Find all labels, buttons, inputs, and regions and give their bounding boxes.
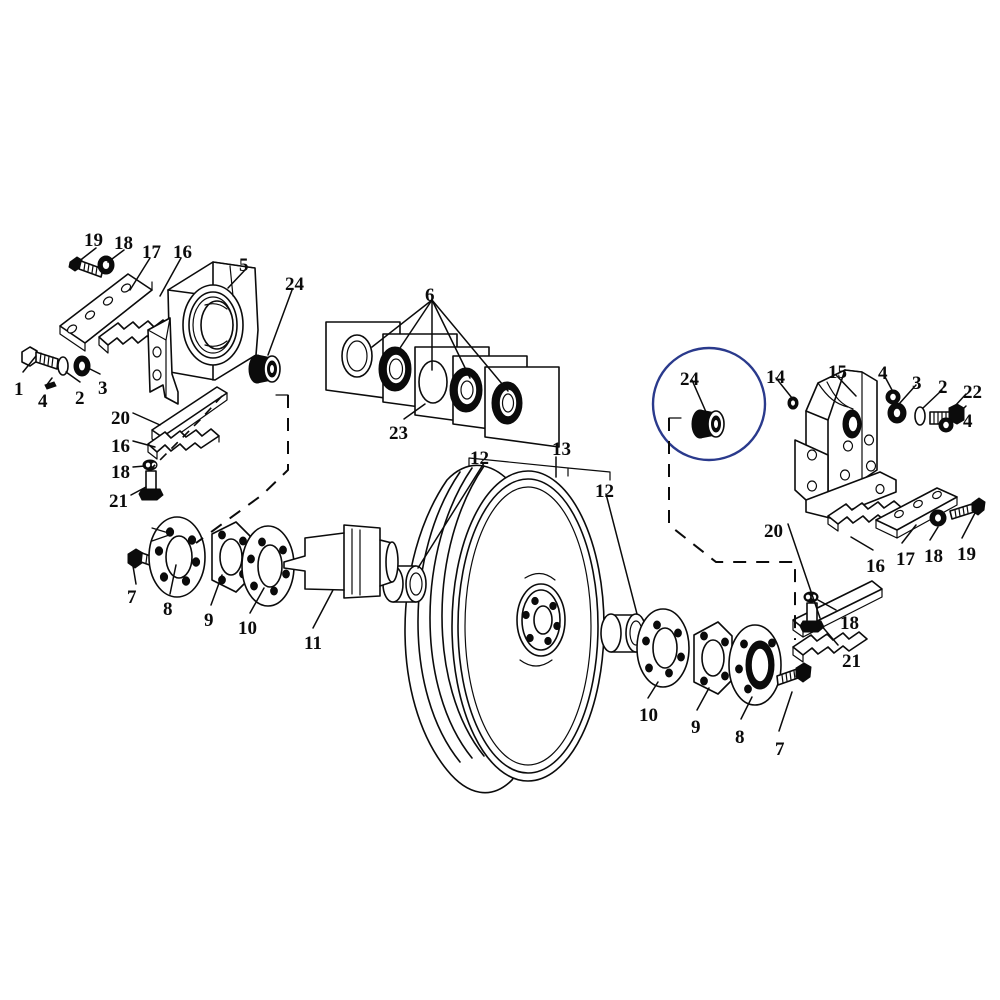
callout-9-left: 9: [204, 610, 214, 631]
callout-16-right: 16: [866, 556, 885, 577]
part-4-pin-left: [44, 381, 57, 390]
callout-2-right: 2: [938, 377, 948, 398]
part-21-pivot-pin-left: [138, 470, 164, 501]
callout-18-right: 18: [924, 546, 943, 567]
callout-8-right: 8: [735, 727, 745, 748]
callout-4-left: 4: [38, 391, 48, 412]
part-1-capscrew: [21, 346, 59, 370]
part-21-pivot-pin-right: [799, 602, 825, 633]
callout-17-right: 17: [896, 549, 915, 570]
callout-11: 11: [304, 633, 322, 654]
callout-3-right: 3: [912, 373, 922, 394]
callout-24-left: 24: [285, 274, 304, 295]
callout-16-left: 16: [173, 242, 192, 263]
part-10-retainer-right: [636, 608, 690, 688]
callout-24-right: 24: [680, 369, 699, 390]
part-11-idler-shaft: [283, 524, 399, 599]
part-4-washer-right-2: [938, 417, 954, 433]
part-19-capscrew-right: [949, 497, 986, 520]
part-17-plate-right-wide: [875, 487, 958, 539]
part-12-bearing-right: [600, 613, 647, 653]
dashed-path-right-24: [668, 418, 796, 640]
part-9-hub-plate-right: [693, 621, 733, 695]
callout-20-left: 20: [111, 408, 130, 429]
highlight-circle-24: [651, 346, 767, 462]
callout-8-left: 8: [163, 599, 173, 620]
part-13-idler-wheel: [404, 464, 605, 794]
part-17-shim-plate-left: [59, 273, 153, 352]
part-10-retainer-left: [241, 525, 295, 607]
callout-19-right: 19: [957, 544, 976, 565]
part-3-fitting-left: [73, 355, 91, 377]
part-14-plug: [787, 396, 799, 410]
part-7-bolt-right: [776, 662, 812, 686]
callout-21-right: 21: [842, 651, 861, 672]
part-24-bearing-seal-right: [691, 409, 725, 439]
callout-21-left: 21: [109, 491, 128, 512]
part-3-fitting-right: [887, 402, 907, 424]
leader-lines: [22, 247, 976, 732]
callout-1: 1: [14, 379, 24, 400]
callout-12-right: 12: [595, 481, 614, 502]
part-8-retainer-flange-left: [148, 516, 206, 598]
dashed-path-left-housing: [151, 395, 223, 469]
callout-18-left: 18: [114, 233, 133, 254]
leader-6-fan: [371, 299, 509, 392]
callout-23: 23: [389, 423, 408, 444]
callout-16-left-2: 16: [111, 436, 130, 457]
part-23-seal-carrier-plates: [325, 321, 560, 448]
callout-12-left: 12: [470, 448, 489, 469]
part-5-bearing-housing-left: [147, 261, 259, 405]
callout-22: 22: [963, 382, 982, 403]
leader-12-13-brackets: [417, 456, 638, 615]
callout-14: 14: [766, 367, 785, 388]
callout-20-right: 20: [764, 521, 783, 542]
dashed-path-left-24: [195, 395, 289, 544]
part-4-washer-right-1: [885, 389, 901, 405]
part-15-bearing-housing-right: [794, 369, 897, 519]
part-16-shim-plate-left-2: [147, 428, 220, 460]
leader-23: [403, 403, 426, 420]
callout-7-right: 7: [775, 739, 785, 760]
part-18-washer-right: [929, 509, 947, 527]
callout-17-left: 17: [142, 242, 161, 263]
callout-2-left: 2: [75, 388, 85, 409]
callout-10-left: 10: [238, 618, 257, 639]
callout-9-right: 9: [691, 717, 701, 738]
callout-5: 5: [239, 255, 249, 276]
part-24-bearing-seal-left: [248, 354, 281, 384]
callout-3-left: 3: [98, 378, 108, 399]
callout-4-right-2: 4: [963, 411, 973, 432]
callout-7-left: 7: [127, 587, 137, 608]
callout-4-right-1: 4: [878, 363, 888, 384]
callout-18-right-2: 18: [840, 613, 859, 634]
part-8-retainer-flange-right: [728, 624, 782, 706]
callout-15: 15: [828, 362, 847, 383]
part-16-shim-plate-right: [792, 631, 868, 663]
part-2-o-ring-right: [914, 406, 926, 426]
callout-19-left: 19: [84, 230, 103, 251]
part-2-o-ring-left: [57, 356, 69, 376]
callout-6: 6: [425, 285, 435, 306]
callout-10-right: 10: [639, 705, 658, 726]
callout-18-left-2: 18: [111, 462, 130, 483]
callout-13: 13: [552, 439, 571, 460]
